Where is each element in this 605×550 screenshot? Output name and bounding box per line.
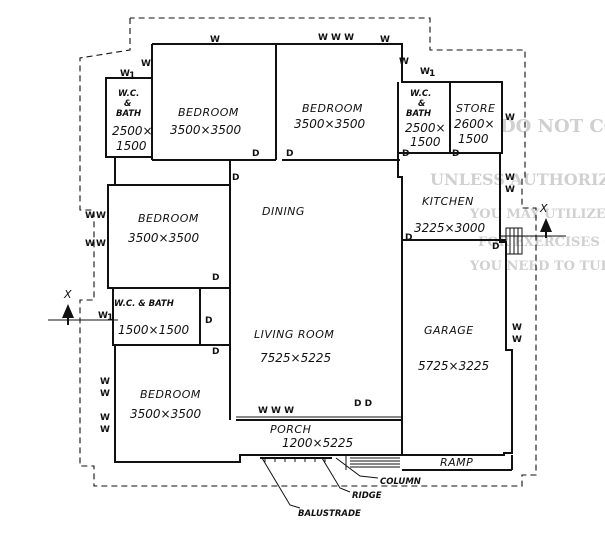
watermark-line-5: YOU NEED TO TURN: [469, 259, 605, 274]
balustrade-rail: [260, 457, 332, 462]
watermark-line-2: UNLESS AUTHORIZED SO.: [430, 170, 605, 189]
window-mark: W: [100, 389, 110, 399]
callouts: COLUMN RIDGE BALUSTRADE: [298, 477, 421, 519]
room-name-wc-mid: W.C. & BATH: [114, 299, 174, 309]
window-mark: W: [399, 57, 409, 67]
window-marks: W W W W W W 1 W W W 1 W W W W W W W W 1 …: [85, 33, 522, 435]
room-name-garage: GARAGE: [424, 324, 474, 337]
window-mark-small-sub: 1: [107, 313, 113, 323]
room-size-wc-left-1: 2500×: [112, 124, 153, 138]
room-name-wc-left-2: &: [124, 99, 131, 109]
room-name-wc-right-1: W.C.: [410, 89, 431, 99]
room-name-bedroom-top-left: BEDROOM: [178, 106, 239, 119]
callout-ridge: RIDGE: [352, 491, 382, 501]
window-mark: W: [210, 35, 220, 45]
window-mark-small-sub: 1: [129, 71, 135, 81]
room-name-store: STORE: [456, 102, 495, 115]
callout-balustrade: BALUSTRADE: [298, 509, 361, 519]
window-mark-triple: W W W: [318, 33, 354, 43]
door-mark: D: [492, 242, 499, 252]
window-mark: W: [505, 113, 515, 123]
room-size-store-2: 1500: [458, 132, 489, 146]
window-mark: W: [96, 211, 106, 221]
room-name-bedroom-mid-left: BEDROOM: [138, 212, 199, 225]
room-name-wc-right-3: BATH: [406, 109, 431, 119]
window-mark: W: [380, 35, 390, 45]
room-name-wc-right-2: &: [418, 99, 425, 109]
window-mark: W: [100, 413, 110, 423]
window-mark-small-sub: 1: [429, 69, 435, 79]
door-mark: D: [402, 149, 409, 159]
room-name-bedroom-bottom-left: BEDROOM: [140, 388, 201, 401]
window-mark: W: [512, 335, 522, 345]
room-size-kitchen: 3225×3000: [414, 221, 485, 235]
door-mark: D: [212, 347, 219, 357]
door-mark: D: [212, 273, 219, 283]
room-size-bedroom-mid-left: 3500×3500: [128, 231, 199, 245]
window-mark: W: [512, 323, 522, 333]
interior-walls: [106, 44, 506, 421]
window-mark: W: [96, 239, 106, 249]
door-mark: D: [452, 149, 459, 159]
door-mark: D: [405, 233, 412, 243]
window-mark: W: [85, 239, 95, 249]
room-size-bedroom-top-mid: 3500×3500: [294, 117, 365, 131]
room-name-porch: PORCH: [270, 423, 311, 436]
room-size-wc-left-2: 1500: [116, 139, 147, 153]
room-size-porch: 1200×5225: [282, 436, 353, 450]
section-marker-right: X: [500, 202, 566, 238]
door-mark: D: [252, 149, 259, 159]
room-labels: BEDROOM 3500×3500 BEDROOM 3500×3500 W.C.…: [112, 89, 495, 469]
room-size-living-room: 7525×5225: [260, 351, 331, 365]
section-label-left: X: [63, 288, 72, 301]
window-mark-small: W: [98, 311, 108, 321]
watermark-line-3: YOU MAY UTILIZE THE MARGIN: [469, 207, 605, 222]
window-mark: W: [505, 185, 515, 195]
door-mark-double: D D: [354, 399, 372, 409]
room-name-dining: DINING: [262, 205, 305, 218]
room-name-ramp: RAMP: [440, 456, 473, 469]
door-marks: D D D D D D D D D D D D: [205, 149, 499, 409]
door-mark: D: [205, 316, 212, 326]
callout-column: COLUMN: [380, 477, 421, 487]
window-mark-small: W: [420, 67, 430, 77]
window-mark-triple: W W W: [258, 406, 294, 416]
room-size-store-1: 2600×: [454, 117, 495, 131]
watermark-line-1: DO NOT COPY THIS PAGE: [500, 116, 605, 137]
room-name-living-room: LIVING ROOM: [254, 328, 334, 341]
roof-outline: [79, 17, 537, 487]
window-mark: W: [141, 59, 151, 69]
room-size-wc-right-1: 2500×: [405, 121, 446, 135]
room-size-bedroom-top-left: 3500×3500: [170, 123, 241, 137]
section-marker-left: X: [48, 288, 118, 325]
window-mark: W: [100, 425, 110, 435]
room-size-wc-mid: 1500×1500: [118, 323, 189, 337]
kitchen-steps: [505, 227, 523, 255]
section-label-right: X: [539, 202, 548, 215]
room-name-bedroom-top-mid: BEDROOM: [302, 102, 363, 115]
room-name-wc-left-1: W.C.: [118, 89, 139, 99]
door-mark: D: [232, 173, 239, 183]
room-name-wc-left-3: BATH: [116, 109, 141, 119]
window-mark-small: W: [120, 69, 130, 79]
window-mark: W: [85, 211, 95, 221]
window-mark: W: [100, 377, 110, 387]
callout-leaders: [261, 457, 379, 509]
porch-steps: [345, 455, 400, 470]
room-name-kitchen: KITCHEN: [422, 195, 474, 208]
door-mark: D: [286, 149, 293, 159]
room-size-wc-right-2: 1500: [410, 135, 441, 149]
room-size-bedroom-bottom-left: 3500×3500: [130, 407, 201, 421]
room-size-garage: 5725×3225: [418, 359, 489, 373]
window-mark: W: [505, 173, 515, 183]
